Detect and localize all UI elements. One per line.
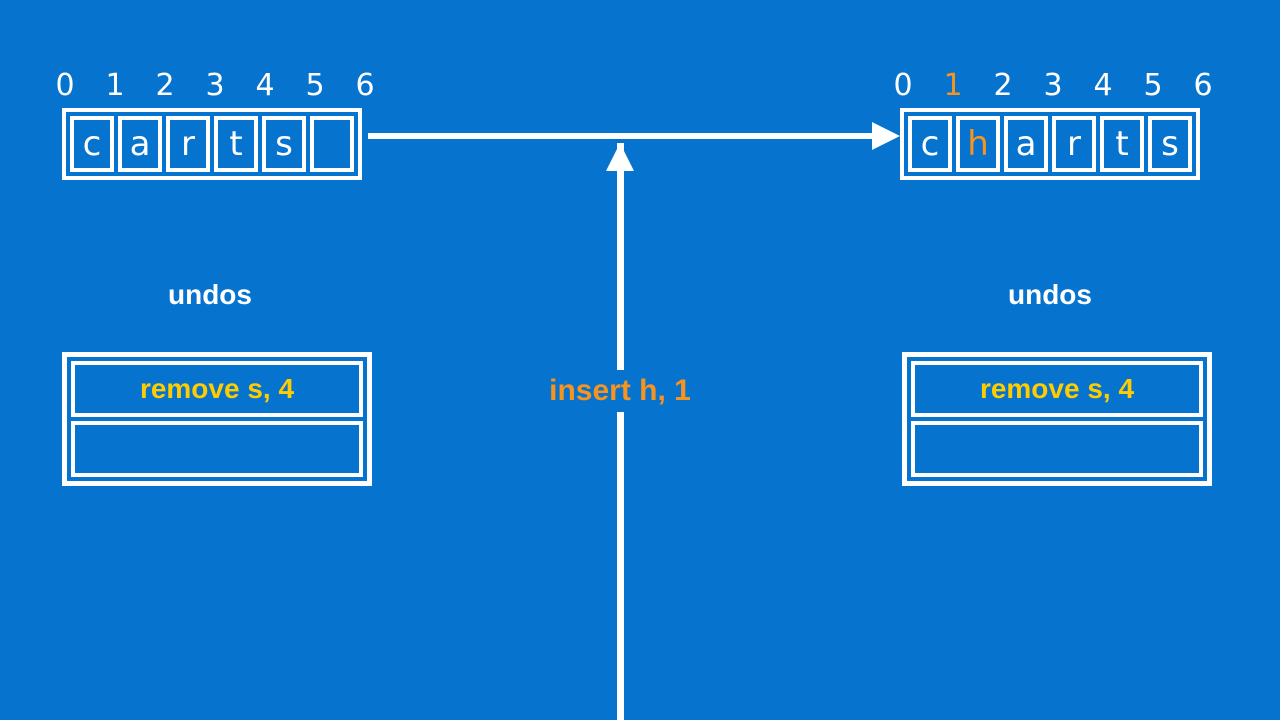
index-label-highlighted: 1 — [943, 68, 963, 103]
undo-stack-item: remove s, 4 — [71, 361, 363, 417]
index-label: 5 — [305, 68, 325, 103]
array-cell — [310, 116, 354, 172]
array-cell: s — [1148, 116, 1192, 172]
index-label: 4 — [255, 68, 275, 103]
array-cell: r — [166, 116, 210, 172]
array-cell: s — [262, 116, 306, 172]
array-cell: a — [118, 116, 162, 172]
operation-vertical-line — [617, 143, 624, 720]
operation-arrowhead-up — [606, 143, 634, 171]
left-undos-label: undos — [168, 279, 252, 310]
right-undos-label: undos — [1008, 279, 1092, 310]
index-label: 2 — [993, 68, 1013, 103]
transition-horizontal-line — [368, 133, 876, 139]
right-array: c h a r t s — [900, 108, 1200, 180]
left-undo-stack: remove s, 4 — [62, 352, 372, 486]
array-cell: t — [214, 116, 258, 172]
index-label: 3 — [1043, 68, 1063, 103]
index-label: 0 — [893, 68, 913, 103]
index-label: 0 — [55, 68, 75, 103]
operation-label: insert h, 1 — [470, 370, 770, 412]
operation-label-text: insert h, 1 — [531, 370, 709, 412]
transition-arrowhead-right — [872, 122, 900, 150]
index-label: 5 — [1143, 68, 1163, 103]
array-cell: r — [1052, 116, 1096, 172]
left-array: c a r t s — [62, 108, 362, 180]
undo-stack-item: remove s, 4 — [911, 361, 1203, 417]
index-label: 6 — [355, 68, 375, 103]
right-undo-stack: remove s, 4 — [902, 352, 1212, 486]
index-label: 2 — [155, 68, 175, 103]
index-label: 1 — [105, 68, 125, 103]
array-cell: a — [1004, 116, 1048, 172]
left-array-index-ruler: 0 1 2 3 4 5 6 — [40, 66, 390, 106]
array-cell: c — [908, 116, 952, 172]
index-label: 6 — [1193, 68, 1213, 103]
index-label: 4 — [1093, 68, 1113, 103]
array-cell: c — [70, 116, 114, 172]
array-cell-highlighted: h — [956, 116, 1000, 172]
right-array-index-ruler: 0 1 2 3 4 5 6 — [878, 66, 1228, 106]
index-label: 3 — [205, 68, 225, 103]
undo-stack-item — [71, 421, 363, 477]
array-cell: t — [1100, 116, 1144, 172]
undo-stack-item — [911, 421, 1203, 477]
